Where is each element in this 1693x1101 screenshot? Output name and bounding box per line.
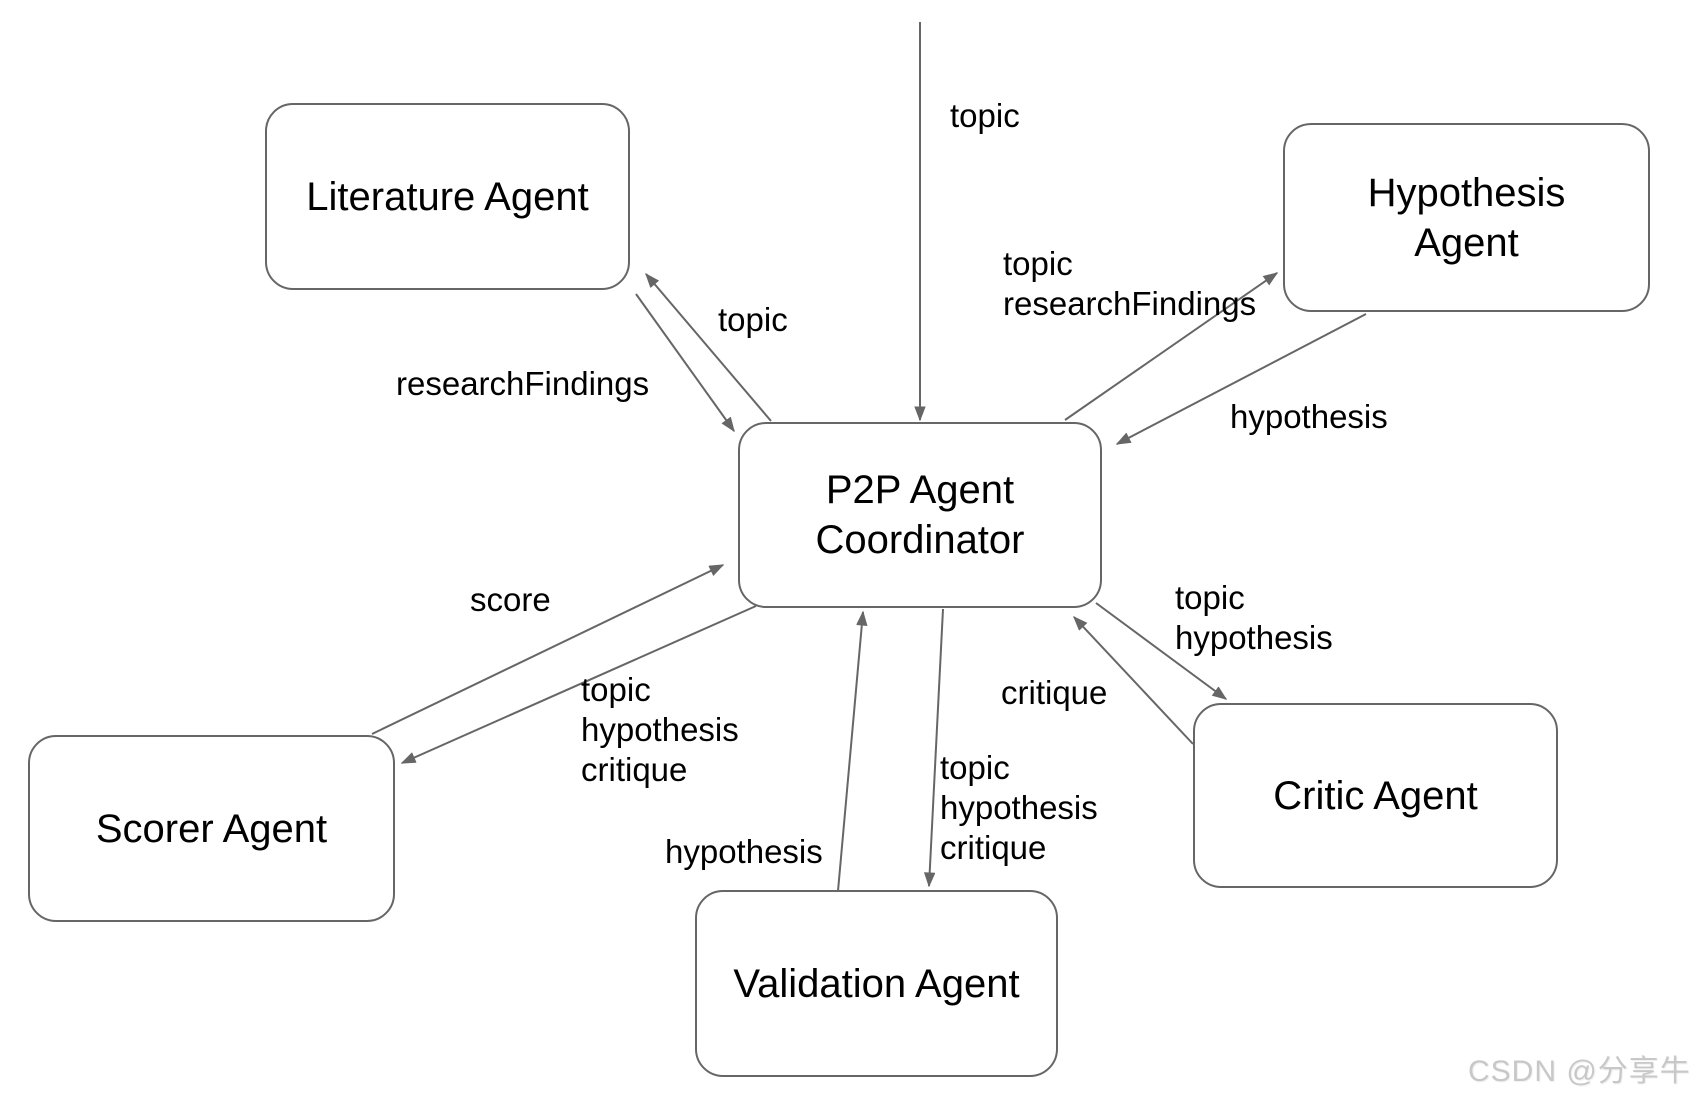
node-scorer-agent-label: Scorer Agent bbox=[95, 806, 328, 851]
edge-label-coordinator-to-hypothesis: topic researchFindings bbox=[1003, 245, 1257, 322]
edge-coordinator-to-literature-arrow bbox=[646, 274, 772, 422]
node-critic-agent: Critic Agent bbox=[1193, 703, 1558, 888]
node-hypothesis-agent: Hypothesis Agent bbox=[1283, 123, 1650, 312]
edge-label-input-topic: topic bbox=[950, 97, 1020, 134]
node-coordinator-label-line1: P2P Agent bbox=[825, 468, 1015, 512]
edge-hypothesis-to-coordinator-arrow bbox=[1117, 313, 1367, 445]
edge-label-scorer-to-coordinator: score bbox=[470, 581, 551, 618]
edge-scorer-to-coordinator-arrow bbox=[371, 564, 723, 735]
edge-label-critic-to-coordinator: critique bbox=[1001, 674, 1108, 711]
node-critic-agent-label: Critic Agent bbox=[1273, 773, 1478, 818]
edge-coordinator-to-scorer-arrow bbox=[402, 605, 757, 764]
edge-label-coordinator-to-literature: topic bbox=[718, 301, 788, 338]
edge-label-coordinator-to-scorer: topic hypothesis critique bbox=[581, 671, 739, 788]
edge-literature-to-coordinator-arrow bbox=[635, 293, 735, 431]
csdn-watermark: CSDN @分享牛 bbox=[1468, 1055, 1691, 1088]
node-scorer-agent: Scorer Agent bbox=[28, 735, 395, 922]
node-hypothesis-agent-label-line2: Agent bbox=[1414, 220, 1519, 265]
edge-coordinator-to-critic-arrow bbox=[1095, 602, 1226, 699]
edge-critic-to-coordinator-arrow bbox=[1074, 617, 1194, 745]
node-literature-agent-label: Literature Agent bbox=[306, 174, 589, 219]
node-coordinator-label-line2: Coordinator bbox=[815, 518, 1025, 562]
edge-label-literature-to-coordinator: researchFindings bbox=[396, 365, 650, 402]
node-p2p-agent-coordinator: P2P Agent Coordinator bbox=[738, 422, 1102, 608]
edge-label-validation-to-coordinator: hypothesis bbox=[665, 833, 823, 870]
edge-label-hypothesis-to-coordinator: hypothesis bbox=[1230, 398, 1388, 435]
node-validation-agent: Validation Agent bbox=[695, 890, 1058, 1077]
edge-coordinator-to-validation-arrow bbox=[929, 608, 944, 886]
edge-label-coordinator-to-validation: topic hypothesis critique bbox=[940, 749, 1098, 866]
node-validation-agent-label: Validation Agent bbox=[733, 961, 1020, 1006]
edge-coordinator-to-hypothesis-arrow bbox=[1064, 272, 1277, 421]
node-literature-agent: Literature Agent bbox=[265, 103, 630, 290]
edge-label-coordinator-to-critic: topic hypothesis bbox=[1175, 579, 1333, 656]
edge-validation-to-coordinator-arrow bbox=[837, 612, 863, 892]
node-hypothesis-agent-label-line1: Hypothesis bbox=[1367, 170, 1566, 215]
